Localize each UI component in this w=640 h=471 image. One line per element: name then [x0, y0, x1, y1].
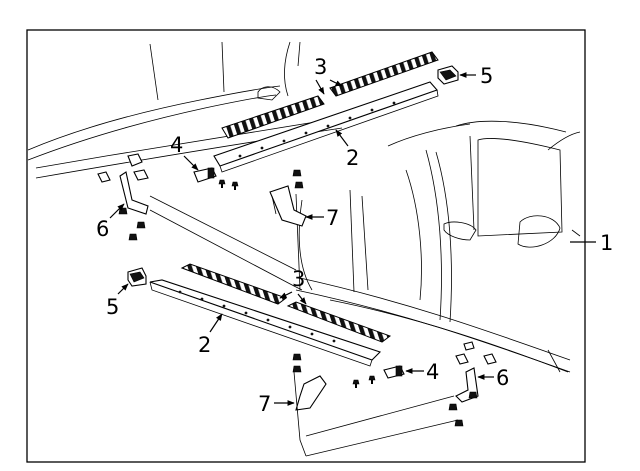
- callout-5-bottom: 5: [106, 283, 129, 319]
- callout-3-top: 3: [314, 55, 343, 95]
- svg-text:1: 1: [600, 231, 613, 255]
- callout-4-top: 4: [170, 133, 199, 171]
- svg-text:7: 7: [326, 206, 339, 230]
- bottom-step-bracket: [292, 353, 327, 411]
- bottom-end-cap: [127, 267, 147, 287]
- bottom-running-board-rail: [149, 279, 382, 367]
- top-end-cap: [437, 65, 459, 85]
- callout-3-bottom: 3: [279, 267, 307, 305]
- callout-1: 1: [570, 231, 613, 255]
- top-mounting-leader-lines: [149, 193, 303, 291]
- bottom-mounting-leader-lines: [293, 371, 459, 457]
- bottom-fasteners: [352, 375, 376, 388]
- svg-text:3: 3: [314, 55, 327, 79]
- svg-text:4: 4: [426, 360, 439, 384]
- svg-text:2: 2: [198, 333, 211, 357]
- top-step-pad-rear: [221, 95, 325, 139]
- callout-2-bottom: 2: [198, 313, 223, 357]
- svg-text:2: 2: [346, 146, 359, 170]
- svg-text:4: 4: [170, 133, 183, 157]
- callout-7-bottom: 7: [258, 392, 295, 416]
- svg-text:5: 5: [480, 64, 493, 88]
- svg-text:7: 7: [258, 392, 271, 416]
- bottom-small-bracket: [383, 365, 405, 379]
- top-step-pad-front: [329, 51, 439, 97]
- vehicle-body-outline: [27, 41, 581, 373]
- diagram-frame: [26, 29, 586, 463]
- bottom-step-pad-front: [286, 301, 392, 343]
- callout-5-top: 5: [459, 64, 493, 88]
- top-small-bracket: [193, 167, 217, 183]
- top-step-bracket: [269, 169, 307, 227]
- callout-2-top: 2: [335, 129, 359, 170]
- callout-6-left: 6: [96, 203, 125, 241]
- bottom-outrigger-bracket: [448, 341, 497, 427]
- top-running-board-rail: [213, 81, 439, 173]
- callout-7-top: 7: [305, 206, 339, 230]
- callout-6-right: 6: [477, 366, 509, 390]
- svg-text:3: 3: [292, 267, 305, 291]
- callout-4-bottom: 4: [405, 360, 439, 384]
- svg-text:6: 6: [496, 366, 509, 390]
- svg-text:6: 6: [96, 217, 109, 241]
- top-fasteners: [218, 179, 239, 190]
- svg-text:5: 5: [106, 295, 119, 319]
- top-outrigger-bracket: [97, 153, 149, 241]
